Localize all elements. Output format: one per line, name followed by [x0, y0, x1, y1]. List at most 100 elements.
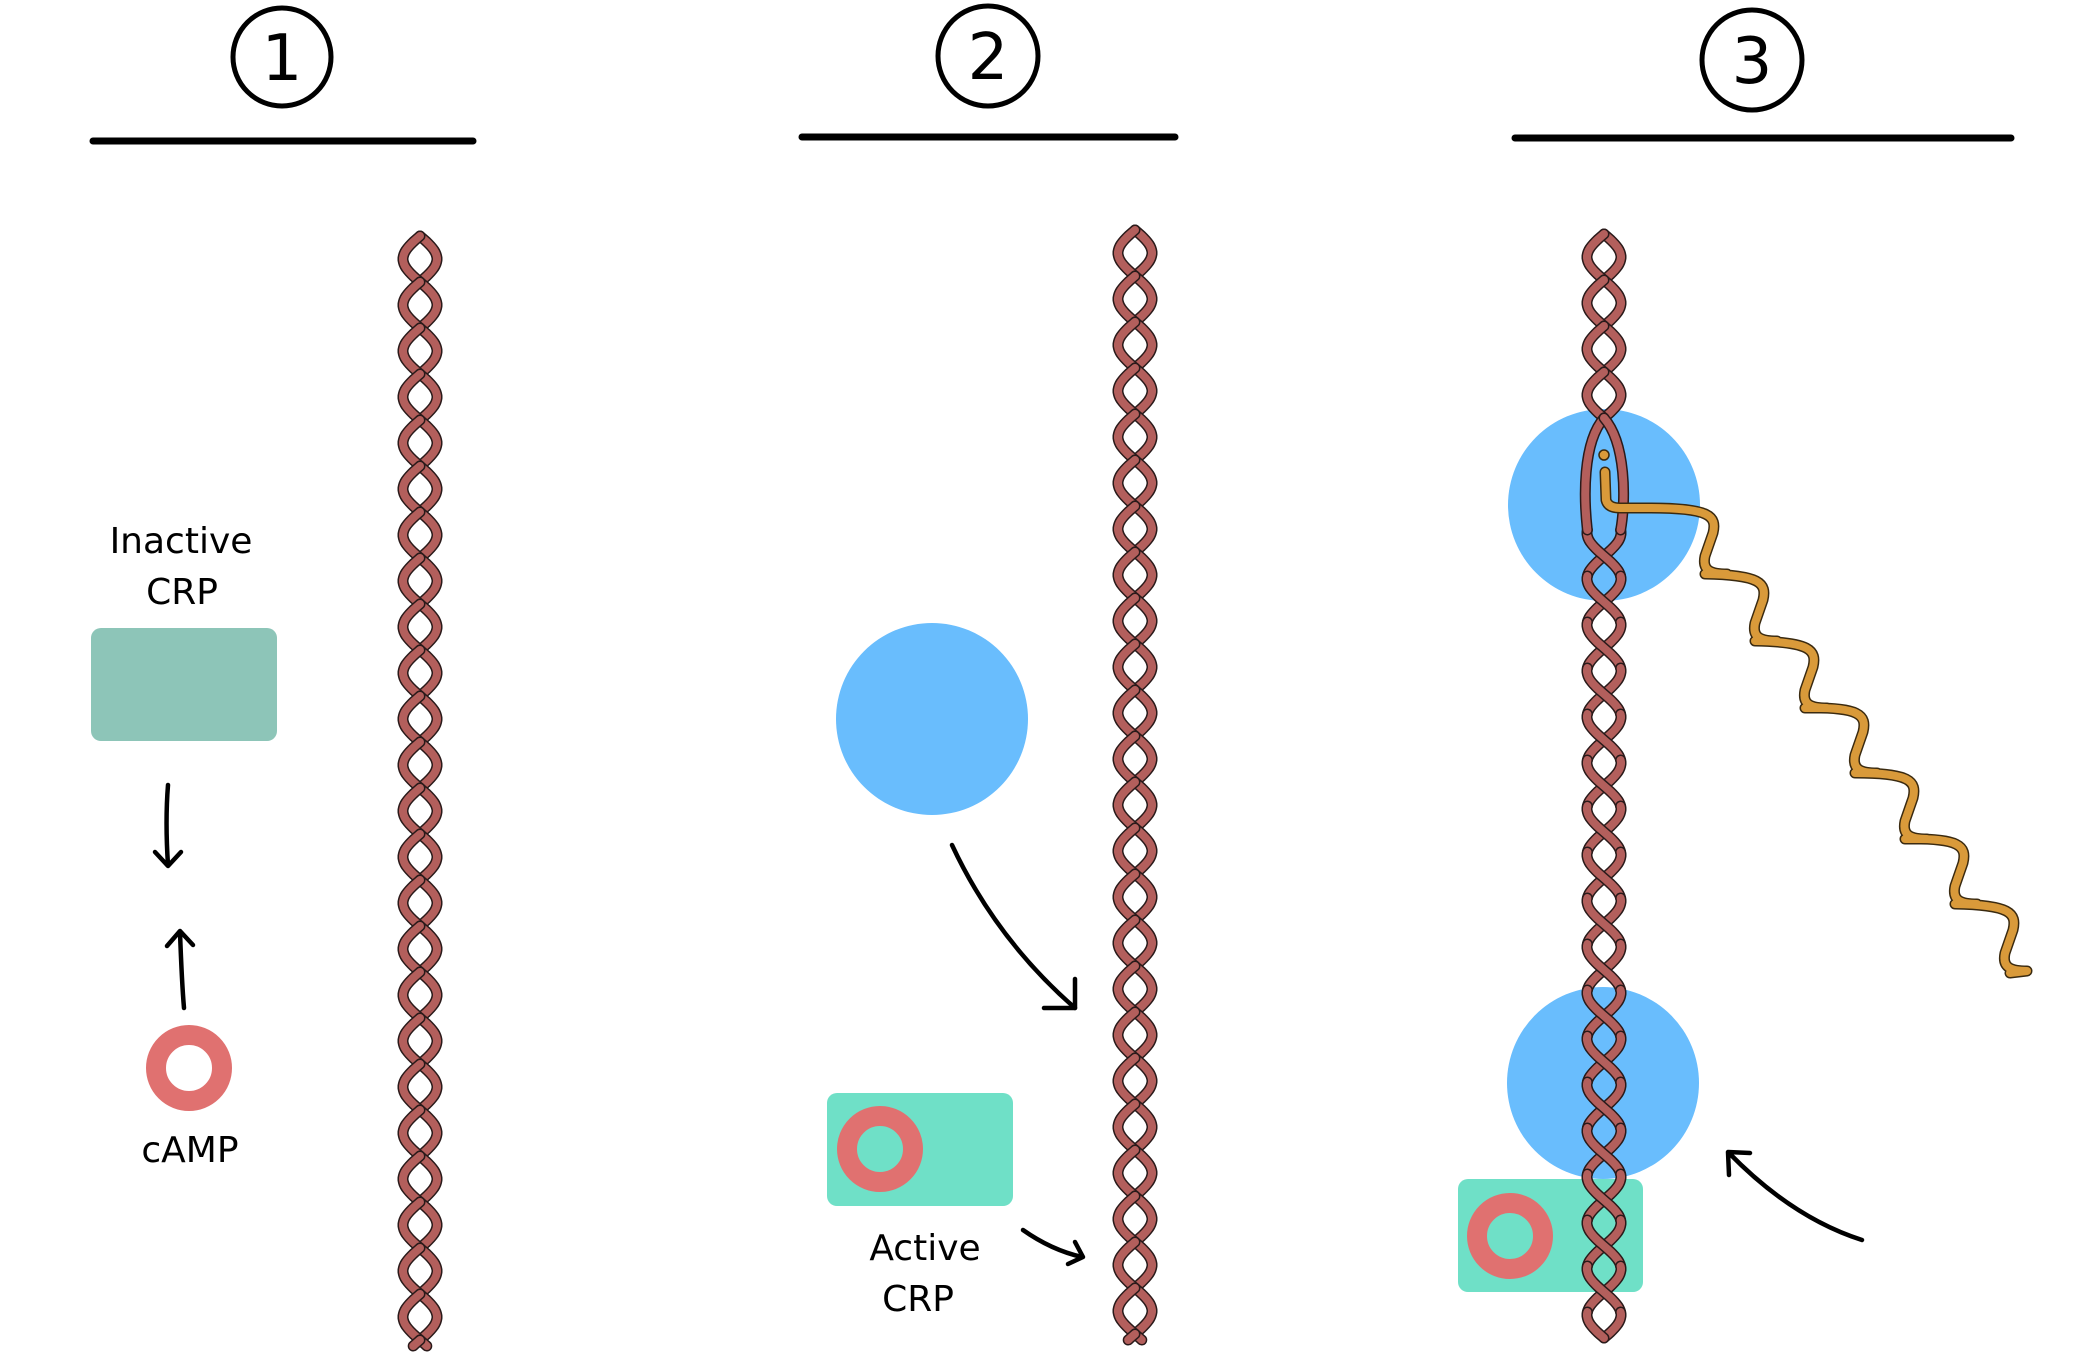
- dna-strand: [1583, 1216, 1625, 1270]
- dna-strand: [1583, 756, 1625, 810]
- dna-strand: [1114, 1100, 1139, 1154]
- dna-strand: [1583, 710, 1625, 764]
- dna-strand: [1131, 272, 1156, 326]
- dna-strand: [1131, 686, 1156, 740]
- camp-label: cAMP: [141, 1130, 238, 1171]
- step-3-circle: [1699, 7, 1805, 113]
- dna-strand: [1583, 1262, 1625, 1316]
- dna-strand: [1131, 732, 1156, 786]
- dna-strand: [1114, 1192, 1139, 1246]
- dna-strand: [399, 784, 424, 838]
- dna-strand: [399, 1290, 424, 1344]
- dna-strand: [416, 1152, 441, 1206]
- dna-strand: [1131, 1008, 1156, 1062]
- dna-strand: [399, 278, 424, 332]
- dna-strand: [1114, 686, 1139, 740]
- polymerase-binding-arrow: [949, 842, 1078, 1011]
- dna-strand: [1114, 410, 1139, 464]
- dna-strand: [1114, 318, 1139, 372]
- dna-strand: [416, 876, 441, 930]
- dna-strand: [1131, 548, 1156, 602]
- dna-strand: [1600, 368, 1625, 422]
- dna-strand: [1583, 940, 1625, 994]
- dna-strand: [1131, 1054, 1156, 1108]
- step-1-circle: [230, 5, 334, 109]
- dna-strand: [416, 1244, 441, 1298]
- dna-strand: [416, 416, 441, 470]
- dna-strand: [416, 278, 441, 332]
- dna-strand: [1583, 986, 1625, 1040]
- dna-strand: [1583, 1308, 1608, 1342]
- dna-strand: [1114, 1284, 1139, 1338]
- dna-strand: [1583, 1170, 1625, 1224]
- down-arrow: [164, 782, 171, 868]
- dna-strand: [1114, 1008, 1139, 1062]
- dna-strand: [399, 232, 424, 286]
- dna-strand: [1131, 1238, 1156, 1292]
- dna-strand: [399, 1244, 424, 1298]
- dna-strand: [399, 324, 424, 378]
- dna-strand: [1131, 410, 1156, 464]
- mrna-transcript: [1598, 449, 2033, 979]
- mrna-strand: [1601, 468, 2031, 977]
- dna-strand: [399, 1198, 424, 1252]
- dna-strand: [1583, 1032, 1625, 1086]
- dna-strand: [416, 1014, 441, 1068]
- dna-strand: [399, 646, 424, 700]
- dna-strand: [1114, 1146, 1139, 1200]
- dna-strand: [1114, 502, 1139, 556]
- inactive-crp-label-line1: Inactive: [110, 521, 253, 562]
- step-3-number: 3: [1732, 25, 1773, 99]
- dna-strand: [1600, 322, 1625, 376]
- step-1-number: 1: [262, 22, 303, 96]
- active-crp-label-line2: CRP: [882, 1279, 954, 1320]
- dna-strand: [1131, 870, 1156, 924]
- dna-strand: [1131, 456, 1156, 510]
- dna-strand: [1114, 640, 1139, 694]
- dna-strand: [416, 1106, 441, 1160]
- dna-strand: [1131, 364, 1156, 418]
- dna-strand: [399, 738, 424, 792]
- dna-strand: [416, 968, 441, 1022]
- dna-strand: [1600, 230, 1625, 284]
- dna-strand: [1114, 364, 1139, 418]
- dna-strand: [1114, 962, 1139, 1016]
- dna-strand: [1131, 824, 1156, 878]
- bound-camp-molecule: [837, 1106, 923, 1192]
- dna-strand: [1114, 456, 1139, 510]
- dna-strand: [399, 968, 424, 1022]
- dna-strand: [416, 738, 441, 792]
- inactive-crp-label-line2: CRP: [146, 572, 218, 613]
- dna-strand: [1583, 322, 1608, 376]
- dna-strand: [1114, 824, 1139, 878]
- dna-strand: [399, 462, 424, 516]
- dna-strand: [1131, 916, 1156, 970]
- dna-strand: [1131, 1146, 1156, 1200]
- dna-strand: [1131, 640, 1156, 694]
- dna-strand: [1131, 226, 1156, 280]
- dna-strand: [399, 1152, 424, 1206]
- crp-binding-arrow-head: [1065, 1239, 1086, 1267]
- bound-camp-molecule-3: [1467, 1193, 1553, 1279]
- dna-strand: [399, 1106, 424, 1160]
- dna-strand: [399, 508, 424, 562]
- panel-3: [1458, 228, 2033, 1344]
- dna-strand: [1114, 226, 1139, 280]
- dna-strand: [1131, 594, 1156, 648]
- polymerase-recruit-arrow: [1726, 1150, 1865, 1243]
- dna-strand: [1114, 870, 1139, 924]
- rna-polymerase: [836, 623, 1028, 815]
- dna-strand: [416, 646, 441, 700]
- dna-strand: [1583, 664, 1625, 718]
- dna-strand: [416, 324, 441, 378]
- dna-strand: [1583, 1124, 1625, 1178]
- dna-strand: [416, 370, 441, 424]
- dna-strand: [1583, 276, 1608, 330]
- dna-strand: [1124, 1330, 1139, 1344]
- dna-strand: [1583, 894, 1625, 948]
- dna-strand: [399, 922, 424, 976]
- dna-strand: [1583, 572, 1625, 626]
- dna-strand-coding: [1600, 414, 1628, 534]
- dna-strand: [416, 508, 441, 562]
